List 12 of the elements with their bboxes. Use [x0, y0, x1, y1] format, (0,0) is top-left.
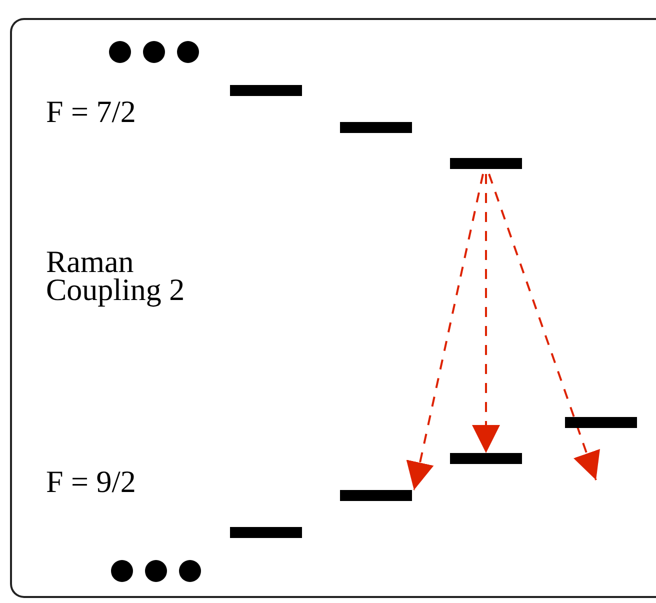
energy-level-bar	[340, 122, 412, 133]
energy-level-bar	[340, 490, 412, 501]
energy-level-bar	[230, 85, 302, 96]
energy-level-bar	[450, 453, 522, 464]
energy-level-bar	[565, 417, 637, 428]
arrow	[406, 174, 484, 490]
energy-level-bar	[450, 158, 522, 169]
arrow	[488, 174, 600, 480]
energy-level-bar	[230, 527, 302, 538]
level-label: F = 7/2	[46, 96, 136, 127]
level-label: F = 9/2	[46, 466, 136, 497]
arrow	[472, 174, 500, 453]
